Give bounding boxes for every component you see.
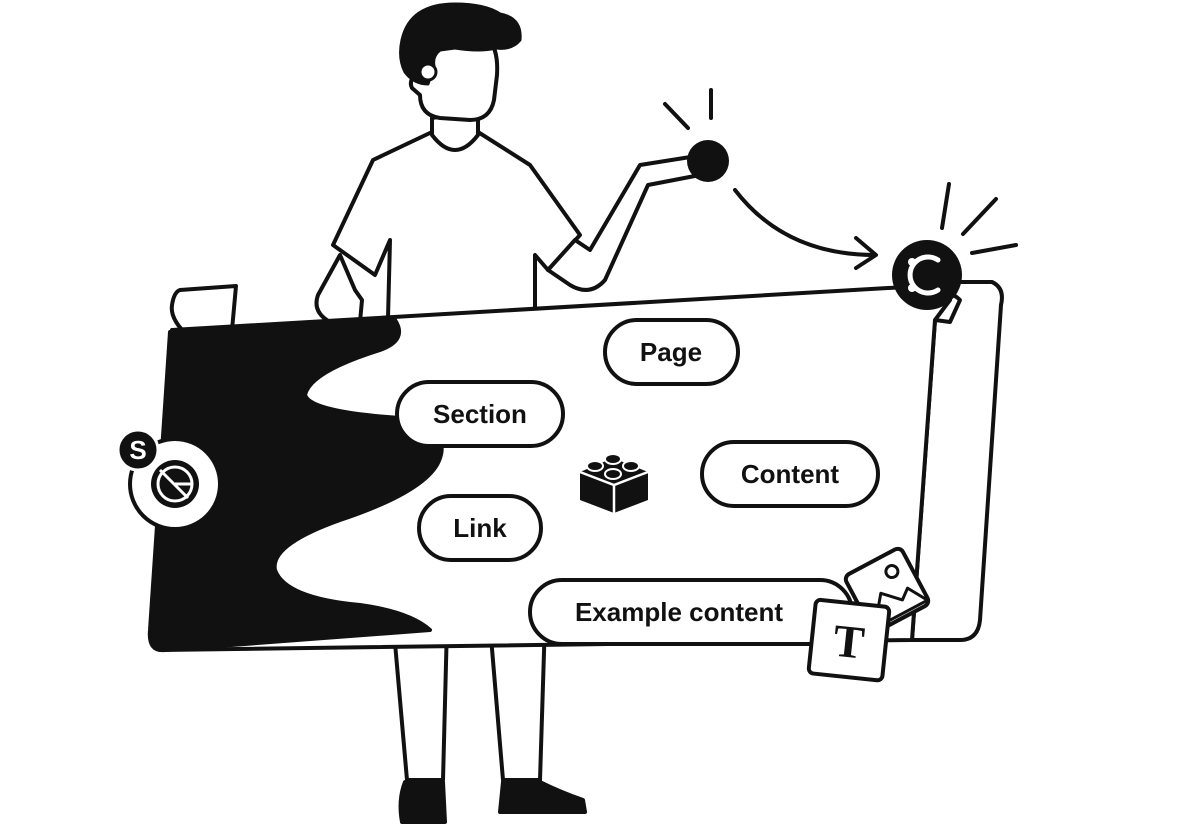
chip-example-content[interactable]: Example content	[528, 578, 854, 646]
s-badge-letter: S	[129, 435, 146, 465]
chip-content[interactable]: Content	[700, 440, 880, 508]
banner	[147, 283, 952, 653]
text-tile-icon: T	[806, 597, 892, 683]
chip-content-label: Content	[741, 459, 840, 489]
cursor-dot-icon	[663, 88, 729, 182]
s-badge: S	[116, 428, 160, 472]
arrow-icon	[733, 188, 878, 270]
chip-link-label: Link	[453, 513, 507, 543]
chip-link[interactable]: Link	[417, 494, 543, 562]
lego-brick-icon	[579, 453, 649, 513]
person-ear	[418, 62, 438, 82]
chip-section-label: Section	[433, 399, 527, 429]
chip-page[interactable]: Page	[603, 318, 740, 386]
contentful-logo-icon	[892, 182, 1018, 310]
person-shoes	[398, 780, 587, 824]
person-body	[314, 23, 705, 324]
chip-example-content-label: Example content	[575, 597, 783, 627]
text-tile-letter: T	[831, 615, 867, 669]
banner-scroll-roll	[910, 280, 1004, 642]
gatsby-logo-icon	[128, 437, 222, 531]
chip-page-label: Page	[640, 337, 702, 367]
chip-section[interactable]: Section	[395, 380, 565, 448]
